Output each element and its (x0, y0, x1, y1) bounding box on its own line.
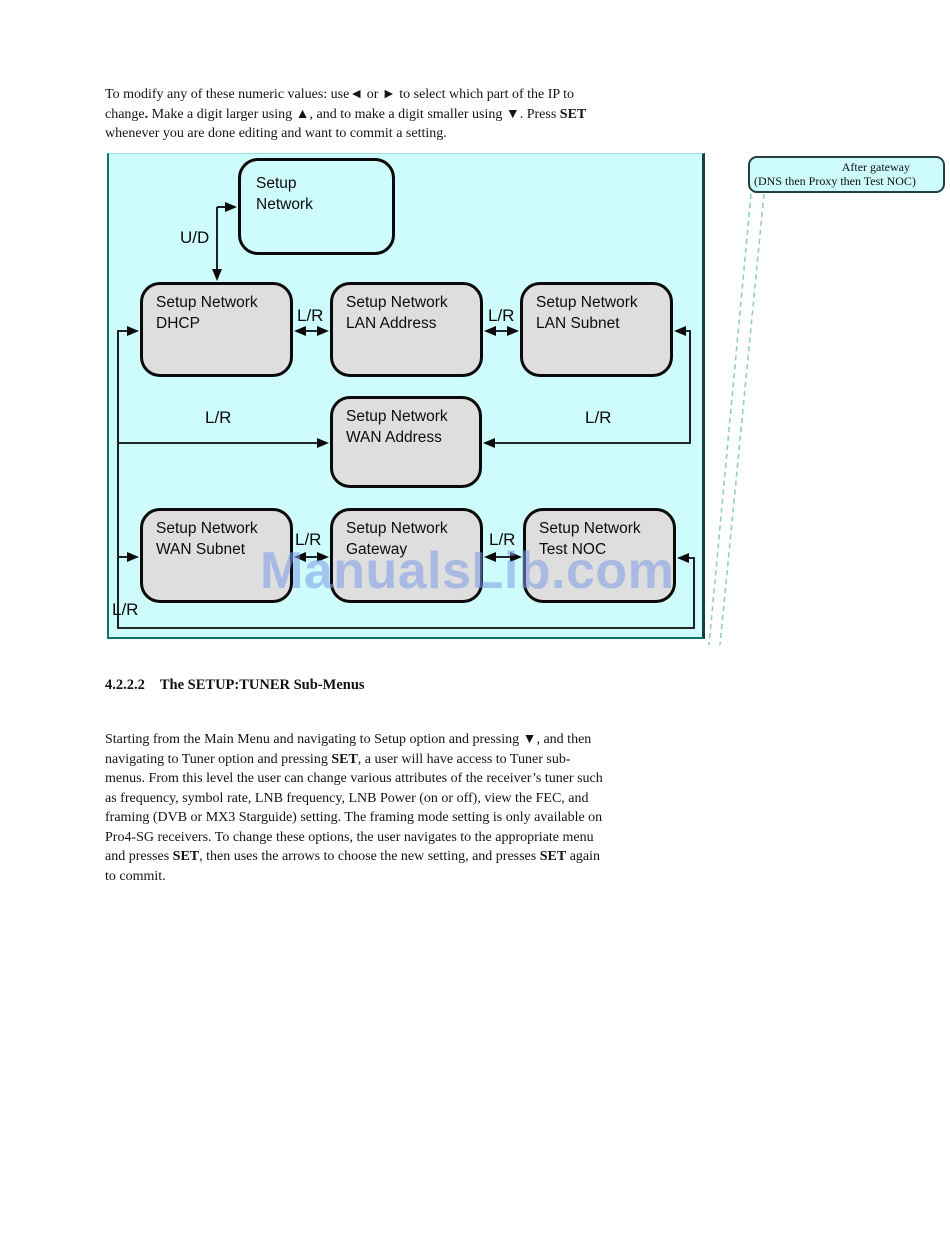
menu-box-label: Setup Network (156, 520, 258, 537)
body-paragraph: Starting from the Main Menu and navigati… (105, 732, 603, 884)
key-label-lr-1: L/R (297, 306, 324, 325)
callout-leader-lines (708, 193, 765, 646)
callout-line1: After gateway (841, 160, 910, 174)
menu-box-label: DHCP (156, 315, 200, 332)
key-label-ud-0: U/D (180, 228, 210, 247)
key-label-lr-7: L/R (112, 600, 139, 619)
menu-box-label: Setup Network (346, 294, 448, 311)
menu-box-label: LAN Subnet (536, 315, 620, 332)
menu-box-label: Setup Network (346, 520, 448, 537)
menu-box-label: Setup Network (536, 294, 638, 311)
menu-box-label: LAN Address (346, 315, 437, 332)
menu-box-label: Setup Network (156, 294, 258, 311)
intro-paragraph: To modify any of these numeric values: u… (105, 87, 587, 141)
key-label-lr-2: L/R (488, 306, 515, 325)
menu-box-label: Setup (256, 175, 297, 192)
manualslib-watermark: ManualsLib.com (260, 542, 675, 600)
menu-box-label: Network (256, 196, 313, 213)
section-number: 4.2.2.2 (105, 677, 145, 693)
menu-box-label: Setup Network (346, 408, 448, 425)
key-label-lr-4: L/R (585, 408, 612, 427)
callout-line2: (DNS then Proxy then Test NOC) (754, 174, 916, 188)
menu-box-label: WAN Address (346, 429, 442, 446)
section-heading: 4.2.2.2 The SETUP:TUNER Sub-Menus (105, 677, 365, 694)
section-title: The SETUP:TUNER Sub-Menus (159, 677, 365, 693)
key-label-lr-3: L/R (205, 408, 232, 427)
menu-box-label: Setup Network (539, 520, 641, 537)
callout-after-gateway: After gateway (DNS then Proxy then Test … (748, 156, 945, 193)
